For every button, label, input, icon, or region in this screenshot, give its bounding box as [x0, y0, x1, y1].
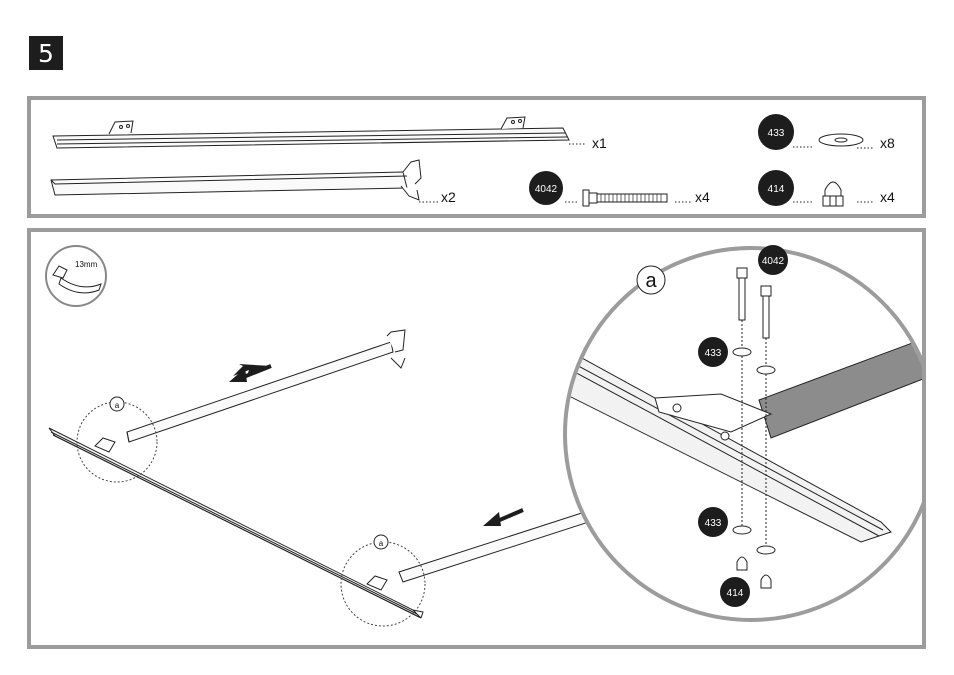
detail-label: a	[645, 270, 657, 292]
detail-washer-top-code: 433	[705, 348, 722, 359]
direction-arrow-upper	[229, 364, 271, 382]
detail-washer-top-2	[757, 366, 775, 374]
detail-bolt-code: 4042	[762, 256, 785, 267]
detail-washer-top-1	[733, 348, 751, 356]
detail-callout-label-1: a	[115, 401, 120, 410]
parts-illustrations: x1 x2 4042 x4 433 x8	[31, 100, 922, 214]
washer-code: 433	[768, 128, 785, 139]
assembly-panel: 13mm	[27, 228, 926, 649]
assembly-crossbar-upper	[127, 330, 405, 442]
rail-qty: x1	[592, 135, 607, 151]
washer-part	[819, 134, 863, 146]
capnut-part	[823, 182, 843, 206]
washer-qty: x8	[880, 135, 895, 151]
bolt-part	[583, 190, 667, 206]
detail-washer-bottom-code: 433	[705, 518, 722, 529]
assembly-illustration: 13mm	[31, 232, 922, 645]
assembly-rail	[49, 428, 423, 618]
detail-capnut-code: 414	[727, 588, 744, 599]
bolt-qty: x4	[695, 189, 710, 205]
step-number: 5	[38, 39, 54, 68]
rail-part	[53, 117, 569, 148]
capnut-code: 414	[768, 184, 785, 195]
wrench-icon	[46, 246, 106, 306]
detail-washer-bottom-1	[733, 526, 751, 534]
crossbar-part	[51, 160, 421, 200]
detail-washer-bottom-2	[757, 546, 775, 554]
detail-capnut-2	[761, 575, 771, 588]
capnut-qty: x4	[880, 189, 895, 205]
tool-size: 13mm	[75, 260, 98, 269]
detail-capnut-1	[737, 557, 747, 570]
bolt-code: 4042	[535, 184, 558, 195]
step-number-badge: 5	[29, 36, 63, 70]
detail-callout-circle-1	[77, 402, 157, 482]
crossbar-qty: x2	[441, 189, 456, 205]
detail-callout-label-2: a	[379, 539, 384, 548]
parts-list-panel: x1 x2 4042 x4 433 x8	[27, 96, 926, 218]
direction-arrow-lower	[483, 510, 523, 526]
